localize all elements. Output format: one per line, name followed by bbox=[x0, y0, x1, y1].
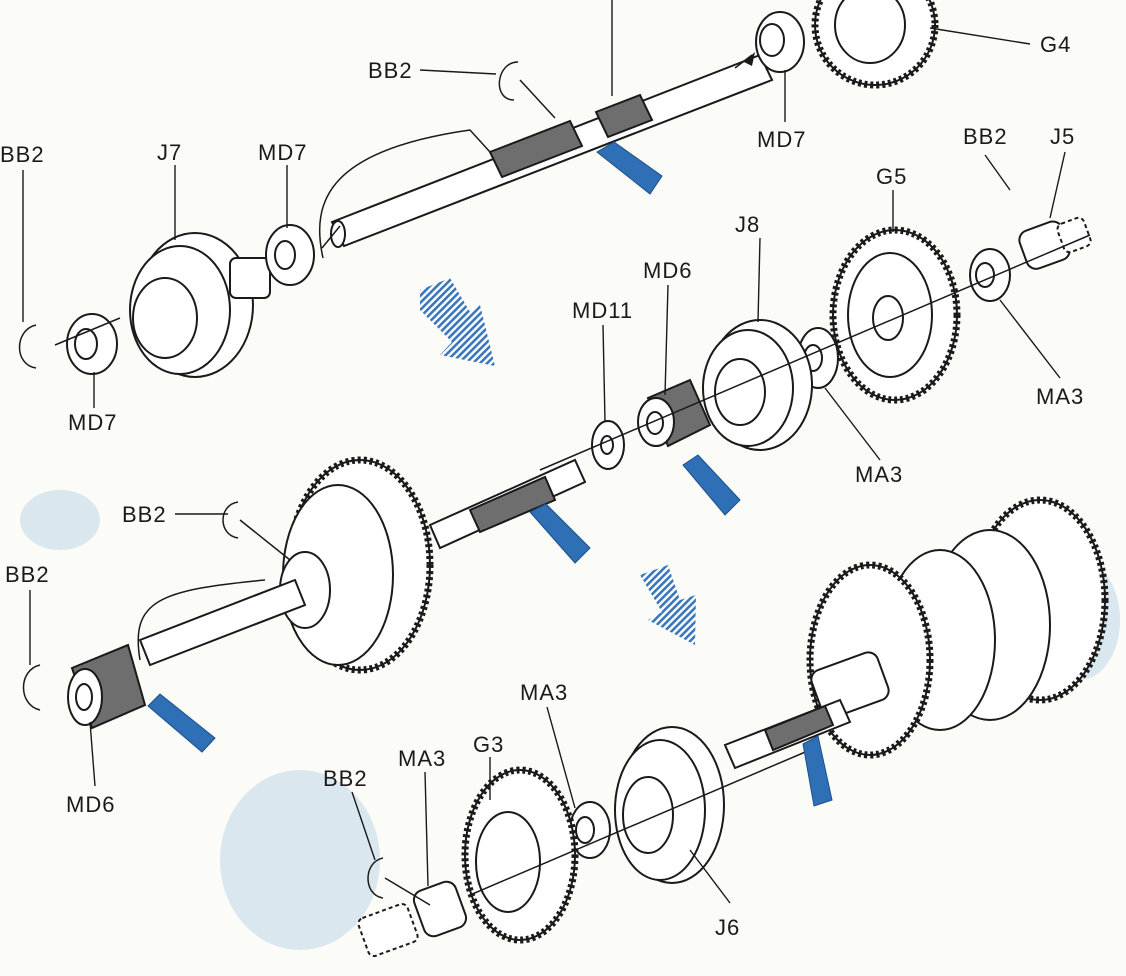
lower-shaft bbox=[723, 698, 852, 770]
gear-g5 bbox=[829, 226, 961, 404]
label-g3: G3 bbox=[473, 732, 504, 757]
part-j5 bbox=[1018, 216, 1092, 270]
grease-tube-icon bbox=[682, 454, 741, 516]
clutch-j7 bbox=[129, 232, 271, 378]
label-g5: G5 bbox=[876, 164, 907, 189]
label-j5: J5 bbox=[1050, 124, 1075, 149]
lower-gear-stack bbox=[806, 496, 1109, 759]
label-ma3: MA3 bbox=[855, 462, 903, 487]
middle-shaft bbox=[137, 458, 587, 667]
clutch-j8 bbox=[702, 319, 813, 451]
hatched-flow-arrow-icon bbox=[640, 565, 696, 645]
washer-md11 bbox=[591, 420, 625, 470]
e-clip-bb2-upper bbox=[498, 61, 556, 119]
label-ma3: MA3 bbox=[398, 746, 446, 771]
label-bb2: BB2 bbox=[0, 142, 45, 167]
bearing-ma3-sleeve bbox=[357, 880, 468, 957]
middle-big-gear bbox=[279, 456, 434, 674]
label-bb2: BB2 bbox=[323, 766, 368, 791]
gear-g3 bbox=[461, 766, 579, 944]
clutch-j6 bbox=[614, 726, 725, 884]
upper-shaft-assembly bbox=[18, 0, 939, 378]
label-md6: MD6 bbox=[643, 258, 692, 283]
lower-shaft-assembly bbox=[357, 496, 1109, 957]
bearing-ma3-right bbox=[969, 248, 1011, 302]
e-clip-bb2-left-low bbox=[22, 664, 41, 711]
bushing-md6-left bbox=[67, 643, 147, 730]
e-clip-bb2-left-top bbox=[18, 324, 37, 369]
e-clip-bb2-mid bbox=[222, 501, 291, 561]
e-clip-bb2-bottom bbox=[367, 857, 431, 906]
label-md6: MD6 bbox=[66, 792, 115, 817]
label-md7: MD7 bbox=[757, 127, 806, 152]
bushing-md7-top bbox=[755, 11, 805, 73]
label-md7: MD7 bbox=[68, 410, 117, 435]
label-md11: MD11 bbox=[572, 298, 633, 323]
label-ma3: MA3 bbox=[1036, 384, 1084, 409]
leader-lines bbox=[22, 27, 1066, 904]
bushing-md6-mid bbox=[637, 378, 712, 448]
label-ma3: MA3 bbox=[520, 680, 568, 705]
middle-shaft-assembly bbox=[22, 216, 1092, 753]
label-g4: G4 bbox=[1040, 32, 1071, 57]
grease-tube-icon bbox=[147, 693, 216, 753]
label-j7: J7 bbox=[157, 140, 182, 165]
part-labels: BB2 J7 MD7 MD7 BB2 G4 MD7 BB2 J5 G5 J8 M… bbox=[0, 32, 1084, 940]
hatched-flow-arrow-icon bbox=[420, 278, 495, 366]
label-bb2: BB2 bbox=[963, 124, 1008, 149]
label-j6: J6 bbox=[715, 915, 740, 940]
gear-g4 bbox=[811, 0, 939, 89]
label-bb2: BB2 bbox=[5, 562, 50, 587]
grease-tube-icon bbox=[596, 141, 663, 195]
bushing-md7-left bbox=[66, 313, 118, 375]
grease-tube-icon bbox=[529, 503, 591, 564]
grease-tube-icon bbox=[802, 735, 833, 807]
label-bb2: BB2 bbox=[368, 58, 413, 83]
upper-shaft bbox=[318, 53, 774, 259]
label-md7: MD7 bbox=[258, 140, 307, 165]
label-bb2: BB2 bbox=[122, 502, 167, 527]
label-j8: J8 bbox=[735, 212, 760, 237]
bushing-md7-mid bbox=[265, 224, 315, 286]
